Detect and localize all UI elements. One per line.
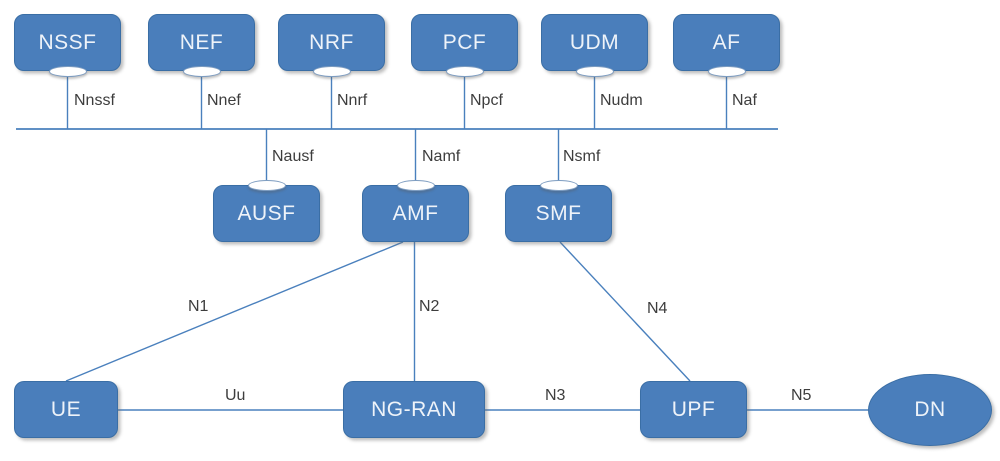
interface-label-nnrf: Nnrf — [337, 92, 368, 109]
ref-label-n2: N2 — [419, 298, 440, 315]
node-af-label: AF — [712, 30, 741, 54]
interface-label-namf: Namf — [422, 148, 461, 165]
interface-label-nausf: Nausf — [272, 148, 314, 165]
node-nssf: NSSF — [14, 14, 121, 71]
node-pcf: PCF — [411, 14, 518, 71]
node-smf-label: SMF — [535, 201, 582, 225]
interface-label-nsmf: Nsmf — [563, 148, 601, 165]
node-nrf-label: NRF — [309, 30, 354, 54]
node-ausf-label: AUSF — [237, 201, 296, 225]
node-upf: UPF — [640, 381, 747, 438]
node-upf-label: UPF — [671, 397, 716, 421]
ref-label-n1: N1 — [188, 298, 209, 315]
interface-label-npcf: Npcf — [470, 92, 503, 109]
node-ausf: AUSF — [213, 185, 320, 242]
node-ue-label: UE — [50, 397, 82, 421]
interface-label-nnef: Nnef — [207, 92, 241, 109]
sbi-port-amf-icon — [396, 179, 435, 191]
node-dn-label: DN — [914, 398, 946, 421]
link-n4 — [559, 241, 691, 382]
node-nrf: NRF — [278, 14, 385, 71]
interface-label-nnssf: Nnssf — [74, 92, 115, 109]
node-ngran-label: NG-RAN — [371, 397, 457, 421]
sbi-port-nssf-icon — [48, 65, 87, 77]
node-dn: DN — [868, 374, 992, 446]
ref-label-n3: N3 — [545, 387, 566, 404]
node-ue: UE — [14, 381, 118, 438]
sbi-port-udm-icon — [575, 65, 614, 77]
node-af: AF — [673, 14, 780, 71]
node-smf: SMF — [505, 185, 612, 242]
ref-label-uu: Uu — [225, 387, 246, 404]
node-udm-label: UDM — [569, 30, 620, 54]
interface-label-nudm: Nudm — [600, 92, 643, 109]
node-ngran: NG-RAN — [343, 381, 485, 438]
interface-label-naf: Naf — [732, 92, 757, 109]
sbi-port-nef-icon — [182, 65, 221, 77]
node-amf: AMF — [362, 185, 469, 242]
ref-label-n4: N4 — [647, 300, 668, 317]
sbi-port-pcf-icon — [445, 65, 484, 77]
sbi-port-smf-icon — [539, 179, 578, 191]
node-nssf-label: NSSF — [38, 30, 97, 54]
link-n1 — [65, 241, 404, 382]
node-pcf-label: PCF — [442, 30, 487, 54]
node-nef-label: NEF — [179, 30, 224, 54]
sbi-port-nrf-icon — [312, 65, 351, 77]
sbi-port-ausf-icon — [247, 179, 286, 191]
node-amf-label: AMF — [392, 201, 439, 225]
ref-label-n5: N5 — [791, 387, 812, 404]
node-udm: UDM — [541, 14, 648, 71]
node-nef: NEF — [148, 14, 255, 71]
sbi-port-af-icon — [707, 65, 746, 77]
